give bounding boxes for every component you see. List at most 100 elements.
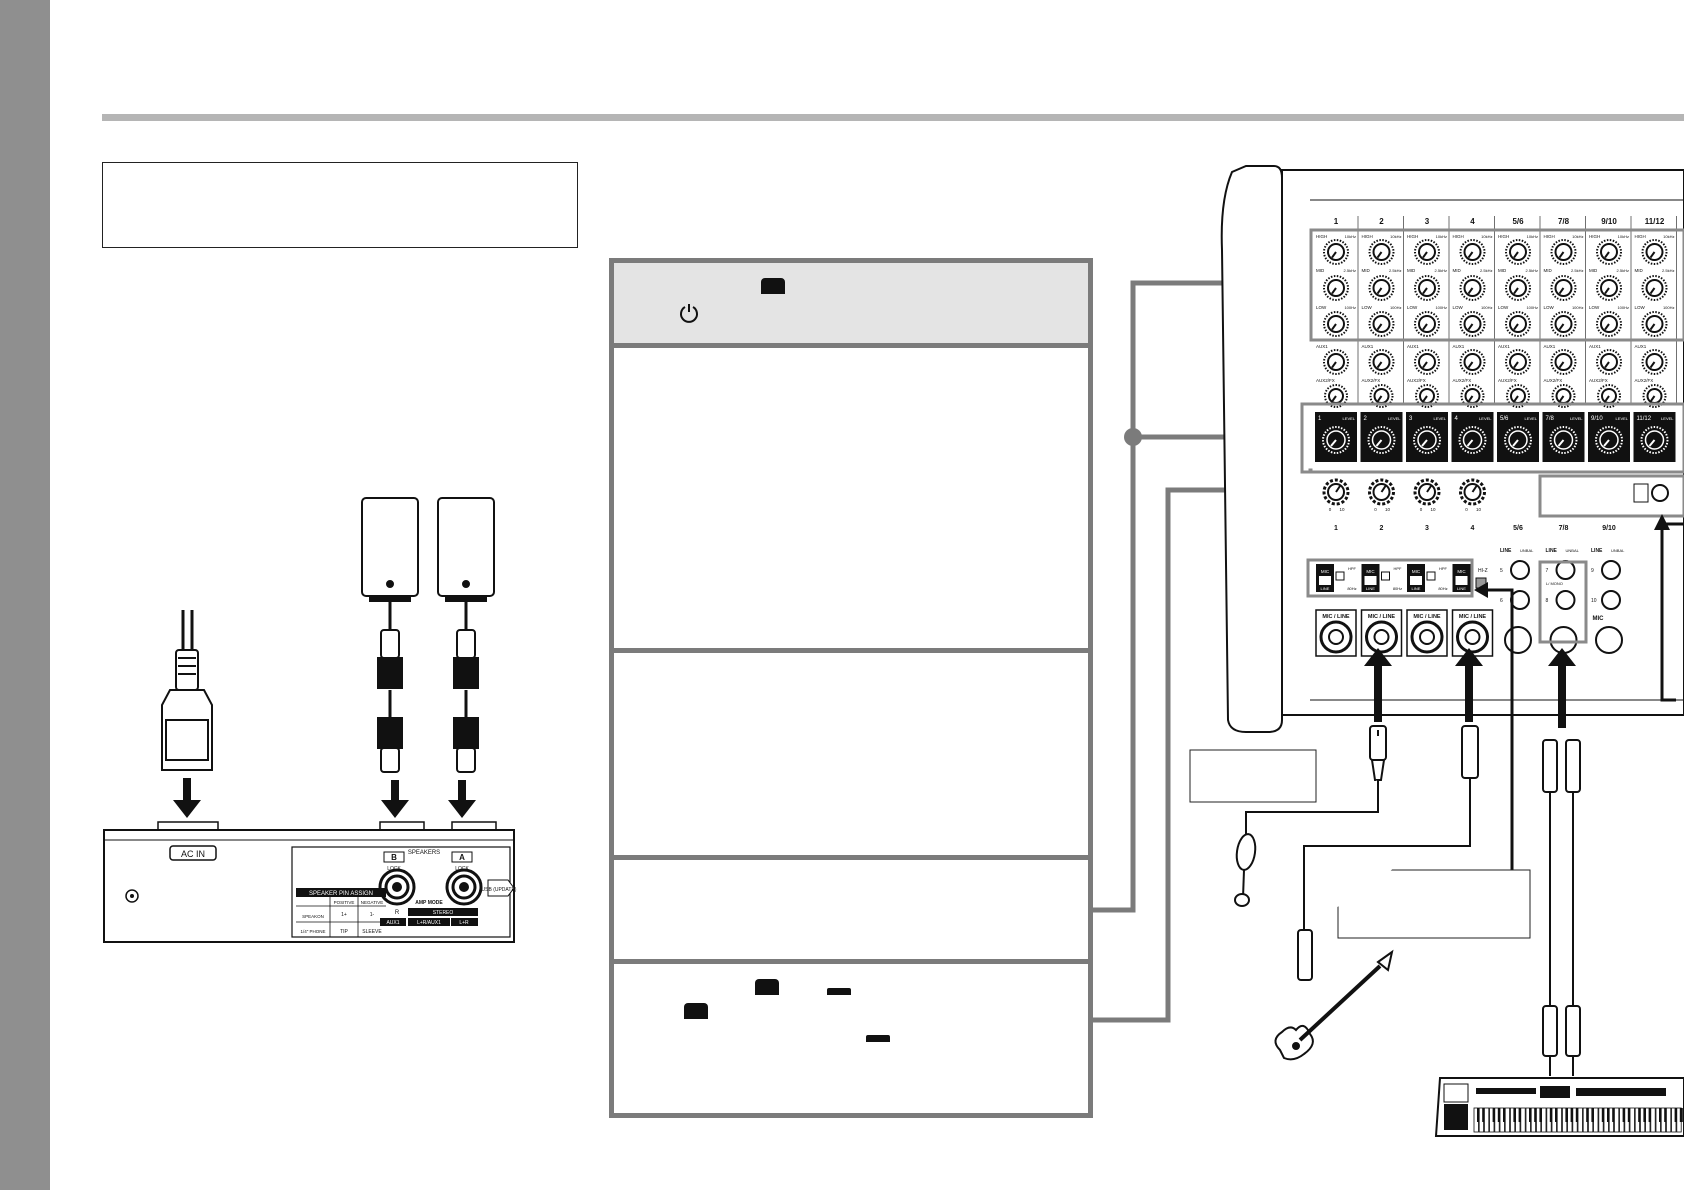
hiz-connector-line bbox=[1486, 588, 1514, 870]
knob[interactable] bbox=[1642, 384, 1667, 408]
instruction-panel bbox=[609, 258, 1093, 1118]
phones-jack[interactable] bbox=[1651, 484, 1669, 502]
knob[interactable] bbox=[1596, 239, 1622, 265]
knob[interactable] bbox=[1415, 384, 1439, 408]
knob[interactable] bbox=[1460, 384, 1485, 408]
knob[interactable] bbox=[1414, 311, 1440, 337]
knob[interactable] bbox=[1459, 275, 1486, 301]
keyboard-key bbox=[1520, 1107, 1526, 1133]
speaker-jack-a: A LOCK L bbox=[445, 851, 483, 916]
knob[interactable] bbox=[1368, 239, 1395, 265]
eq-freq-label: 100Hz bbox=[1663, 305, 1675, 310]
knob[interactable] bbox=[1323, 349, 1349, 375]
level-channel-number: 7/8 bbox=[1546, 416, 1555, 422]
knob[interactable] bbox=[1324, 384, 1348, 408]
knob[interactable] bbox=[1506, 384, 1530, 408]
line-input-jack[interactable] bbox=[1510, 590, 1530, 610]
aux1-label: AUX1 bbox=[1498, 344, 1510, 349]
line-tag: LINE bbox=[1591, 548, 1603, 554]
knob[interactable] bbox=[1551, 384, 1576, 408]
knob[interactable] bbox=[1505, 311, 1531, 337]
knob[interactable] bbox=[1323, 275, 1349, 301]
mic-input-jack[interactable] bbox=[1595, 626, 1623, 654]
switch-button[interactable] bbox=[1410, 576, 1422, 585]
comp-scale-max: 10 bbox=[1476, 507, 1482, 512]
line-input-jack[interactable] bbox=[1555, 590, 1576, 610]
knob[interactable] bbox=[1505, 275, 1531, 301]
level-knob[interactable] bbox=[1322, 426, 1350, 454]
level-knob[interactable] bbox=[1595, 426, 1623, 454]
knob[interactable] bbox=[1459, 239, 1486, 265]
hpf-label: HPF bbox=[1394, 566, 1403, 571]
aux2-label: AUX2/FX bbox=[1453, 378, 1472, 383]
line-input-jack[interactable] bbox=[1510, 560, 1530, 580]
level-knob[interactable] bbox=[1504, 426, 1532, 454]
knob[interactable] bbox=[1596, 275, 1622, 301]
knob[interactable] bbox=[1414, 239, 1440, 265]
level-knob[interactable] bbox=[1640, 426, 1669, 454]
knob[interactable] bbox=[1641, 275, 1668, 301]
channel-number: 4 bbox=[1471, 525, 1475, 532]
knob[interactable] bbox=[1550, 311, 1577, 337]
eq-freq-label: 2.5kHz bbox=[1480, 268, 1492, 273]
level-label: LEVEL bbox=[1525, 416, 1538, 421]
knob[interactable] bbox=[1368, 275, 1395, 301]
comp-knob[interactable] bbox=[1322, 478, 1350, 506]
hpf-button[interactable] bbox=[1335, 571, 1345, 581]
knob[interactable] bbox=[1323, 239, 1349, 265]
eq-freq-label: 2.5kHz bbox=[1617, 268, 1629, 273]
level-knob[interactable] bbox=[1458, 426, 1487, 454]
line-input-jack[interactable] bbox=[1601, 590, 1621, 610]
comp-knob[interactable] bbox=[1459, 478, 1486, 506]
hiz-label: HI-Z bbox=[1478, 568, 1488, 574]
knob[interactable] bbox=[1505, 239, 1531, 265]
line-input-jack[interactable] bbox=[1601, 560, 1621, 580]
knob-pointer bbox=[1603, 439, 1610, 447]
comp-knob[interactable] bbox=[1368, 478, 1395, 506]
mic-input-jack[interactable] bbox=[1549, 626, 1578, 654]
hpf-button[interactable] bbox=[1381, 571, 1390, 581]
knob-pointer bbox=[1467, 287, 1474, 295]
toggle-switch[interactable] bbox=[1633, 483, 1649, 503]
hpf-button[interactable] bbox=[1426, 571, 1436, 581]
eq-freq-label: 100Hz bbox=[1344, 305, 1356, 310]
keyboard-black-key bbox=[1659, 1108, 1662, 1122]
knob[interactable] bbox=[1641, 311, 1668, 337]
eq-low-label: LOW bbox=[1498, 305, 1509, 310]
knob[interactable] bbox=[1641, 239, 1668, 265]
knob[interactable] bbox=[1641, 349, 1668, 375]
level-knob[interactable] bbox=[1367, 426, 1396, 454]
level-knob[interactable] bbox=[1549, 426, 1578, 454]
knob[interactable] bbox=[1505, 349, 1531, 375]
knob[interactable] bbox=[1459, 311, 1486, 337]
mic-input-jack[interactable] bbox=[1504, 626, 1532, 654]
mic-button-label: MIC bbox=[1412, 569, 1421, 574]
knob[interactable] bbox=[1459, 349, 1486, 375]
knob[interactable] bbox=[1368, 311, 1395, 337]
knob[interactable] bbox=[1369, 384, 1394, 408]
switch-button[interactable] bbox=[1364, 576, 1377, 585]
eq-freq-label: 100Hz bbox=[1617, 305, 1629, 310]
level-label: LEVEL bbox=[1570, 416, 1583, 421]
svg-text:B: B bbox=[391, 853, 397, 862]
switch-button[interactable] bbox=[1319, 576, 1331, 585]
knob[interactable] bbox=[1550, 349, 1577, 375]
mic-label: MIC bbox=[1593, 616, 1605, 622]
level-channel-number: 9/10 bbox=[1591, 416, 1603, 422]
knob-pointer bbox=[1558, 323, 1565, 331]
level-knob[interactable] bbox=[1413, 426, 1441, 454]
knob[interactable] bbox=[1596, 311, 1622, 337]
knob[interactable] bbox=[1368, 349, 1395, 375]
knob[interactable] bbox=[1596, 349, 1622, 375]
switch-button[interactable] bbox=[1455, 576, 1468, 585]
knob[interactable] bbox=[1550, 275, 1577, 301]
keyboard-black-key bbox=[1492, 1108, 1496, 1122]
knob[interactable] bbox=[1414, 349, 1440, 375]
line-input-jack[interactable] bbox=[1555, 560, 1576, 580]
comp-knob[interactable] bbox=[1413, 478, 1441, 506]
knob[interactable] bbox=[1414, 275, 1440, 301]
knob[interactable] bbox=[1323, 311, 1349, 337]
knob[interactable] bbox=[1597, 384, 1621, 408]
knob[interactable] bbox=[1550, 239, 1577, 265]
eq-high-label: HIGH bbox=[1544, 234, 1555, 239]
